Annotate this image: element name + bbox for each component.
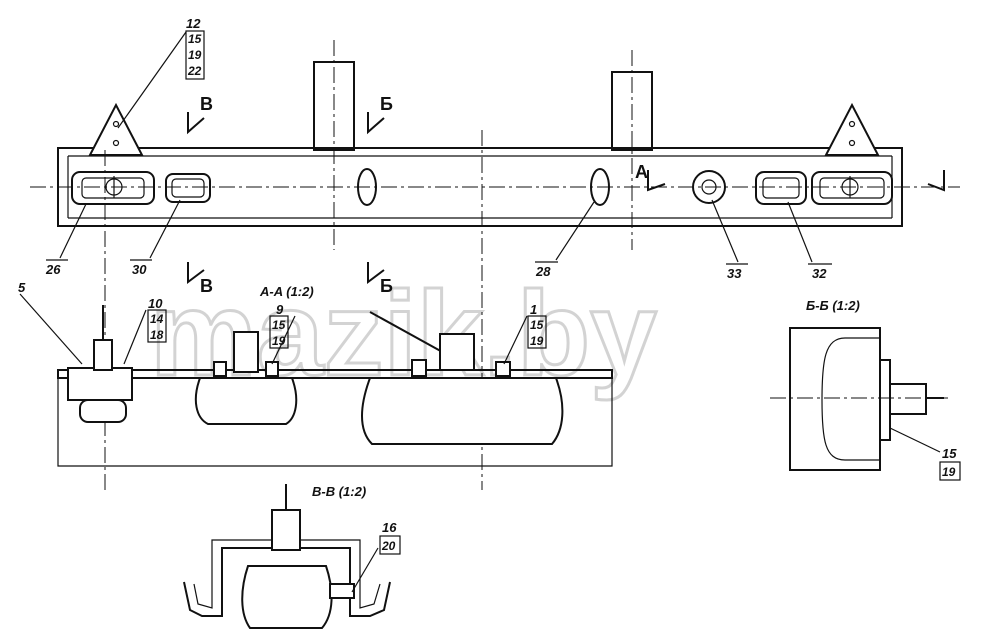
callout-12: 12 xyxy=(186,16,201,31)
callout-26: 26 xyxy=(45,262,61,277)
callout-30: 30 xyxy=(132,262,147,277)
section-bb-title: Б-Б (1:2) xyxy=(806,298,860,313)
section-vv-view: B-B (1:2) 16 20 xyxy=(183,484,401,629)
section-mark-v-bottom: B xyxy=(200,276,213,296)
top-view: B Б B Б A 12 15 19 22 26 30 28 33 32 xyxy=(30,16,960,490)
svg-text:19: 19 xyxy=(942,465,956,479)
callout-15-bb: 15 xyxy=(942,446,957,461)
svg-text:20: 20 xyxy=(381,539,396,553)
oval-slot-left xyxy=(357,168,377,206)
left-mount-block xyxy=(67,367,133,401)
callout-10-stack: 14 18 xyxy=(147,309,167,343)
callout-1: 1 xyxy=(530,302,537,317)
callout-1-stack: 15 19 xyxy=(527,315,547,349)
svg-text:19: 19 xyxy=(188,48,202,62)
svg-text:19: 19 xyxy=(272,334,286,348)
callout-16: 16 xyxy=(382,520,397,535)
lamp-section-right xyxy=(361,377,564,445)
section-bb-view: Б-Б (1:2) 15 19 xyxy=(770,298,961,481)
callout-12-stack: 15 19 22 xyxy=(185,30,205,80)
section-mark-b-top: Б xyxy=(380,94,393,114)
callout-9: 9 xyxy=(276,302,284,317)
callout-32: 32 xyxy=(812,266,827,281)
callout-15-bb-stack: 19 xyxy=(939,461,961,481)
callout-9-stack: 15 19 xyxy=(269,315,289,349)
section-mark-b-bottom: Б xyxy=(380,276,393,296)
reflector-right xyxy=(755,171,807,205)
reflector-left xyxy=(165,173,211,203)
vv-lamp xyxy=(241,565,333,629)
section-aa-view: A-A (1:2) 5 10 14 18 9 xyxy=(18,280,613,467)
lamp-section-left xyxy=(194,377,298,425)
svg-text:22: 22 xyxy=(187,64,202,78)
lamp-left xyxy=(71,171,155,205)
svg-text:15: 15 xyxy=(188,32,202,46)
callout-33: 33 xyxy=(727,266,742,281)
section-aa-title: A-A (1:2) xyxy=(259,284,314,299)
svg-text:18: 18 xyxy=(150,328,164,342)
callout-10: 10 xyxy=(148,296,163,311)
bumper-beam xyxy=(57,147,903,227)
svg-text:15: 15 xyxy=(530,318,544,332)
svg-text:15: 15 xyxy=(272,318,286,332)
socket xyxy=(692,170,726,204)
section-mark-a: A xyxy=(635,162,648,182)
svg-text:19: 19 xyxy=(530,334,544,348)
tow-bracket-right xyxy=(824,102,880,156)
tow-bracket-left xyxy=(88,102,144,156)
callout-28: 28 xyxy=(535,264,551,279)
section-vv-title: B-B (1:2) xyxy=(312,484,366,499)
section-mark-v-top: B xyxy=(200,94,213,114)
oval-slot-right xyxy=(590,168,610,206)
bb-housing xyxy=(789,327,881,471)
lamp-right xyxy=(811,171,893,205)
callout-5: 5 xyxy=(18,280,26,295)
callout-16-stack: 20 xyxy=(379,535,401,555)
svg-text:14: 14 xyxy=(150,312,164,326)
beam-web xyxy=(57,369,613,379)
